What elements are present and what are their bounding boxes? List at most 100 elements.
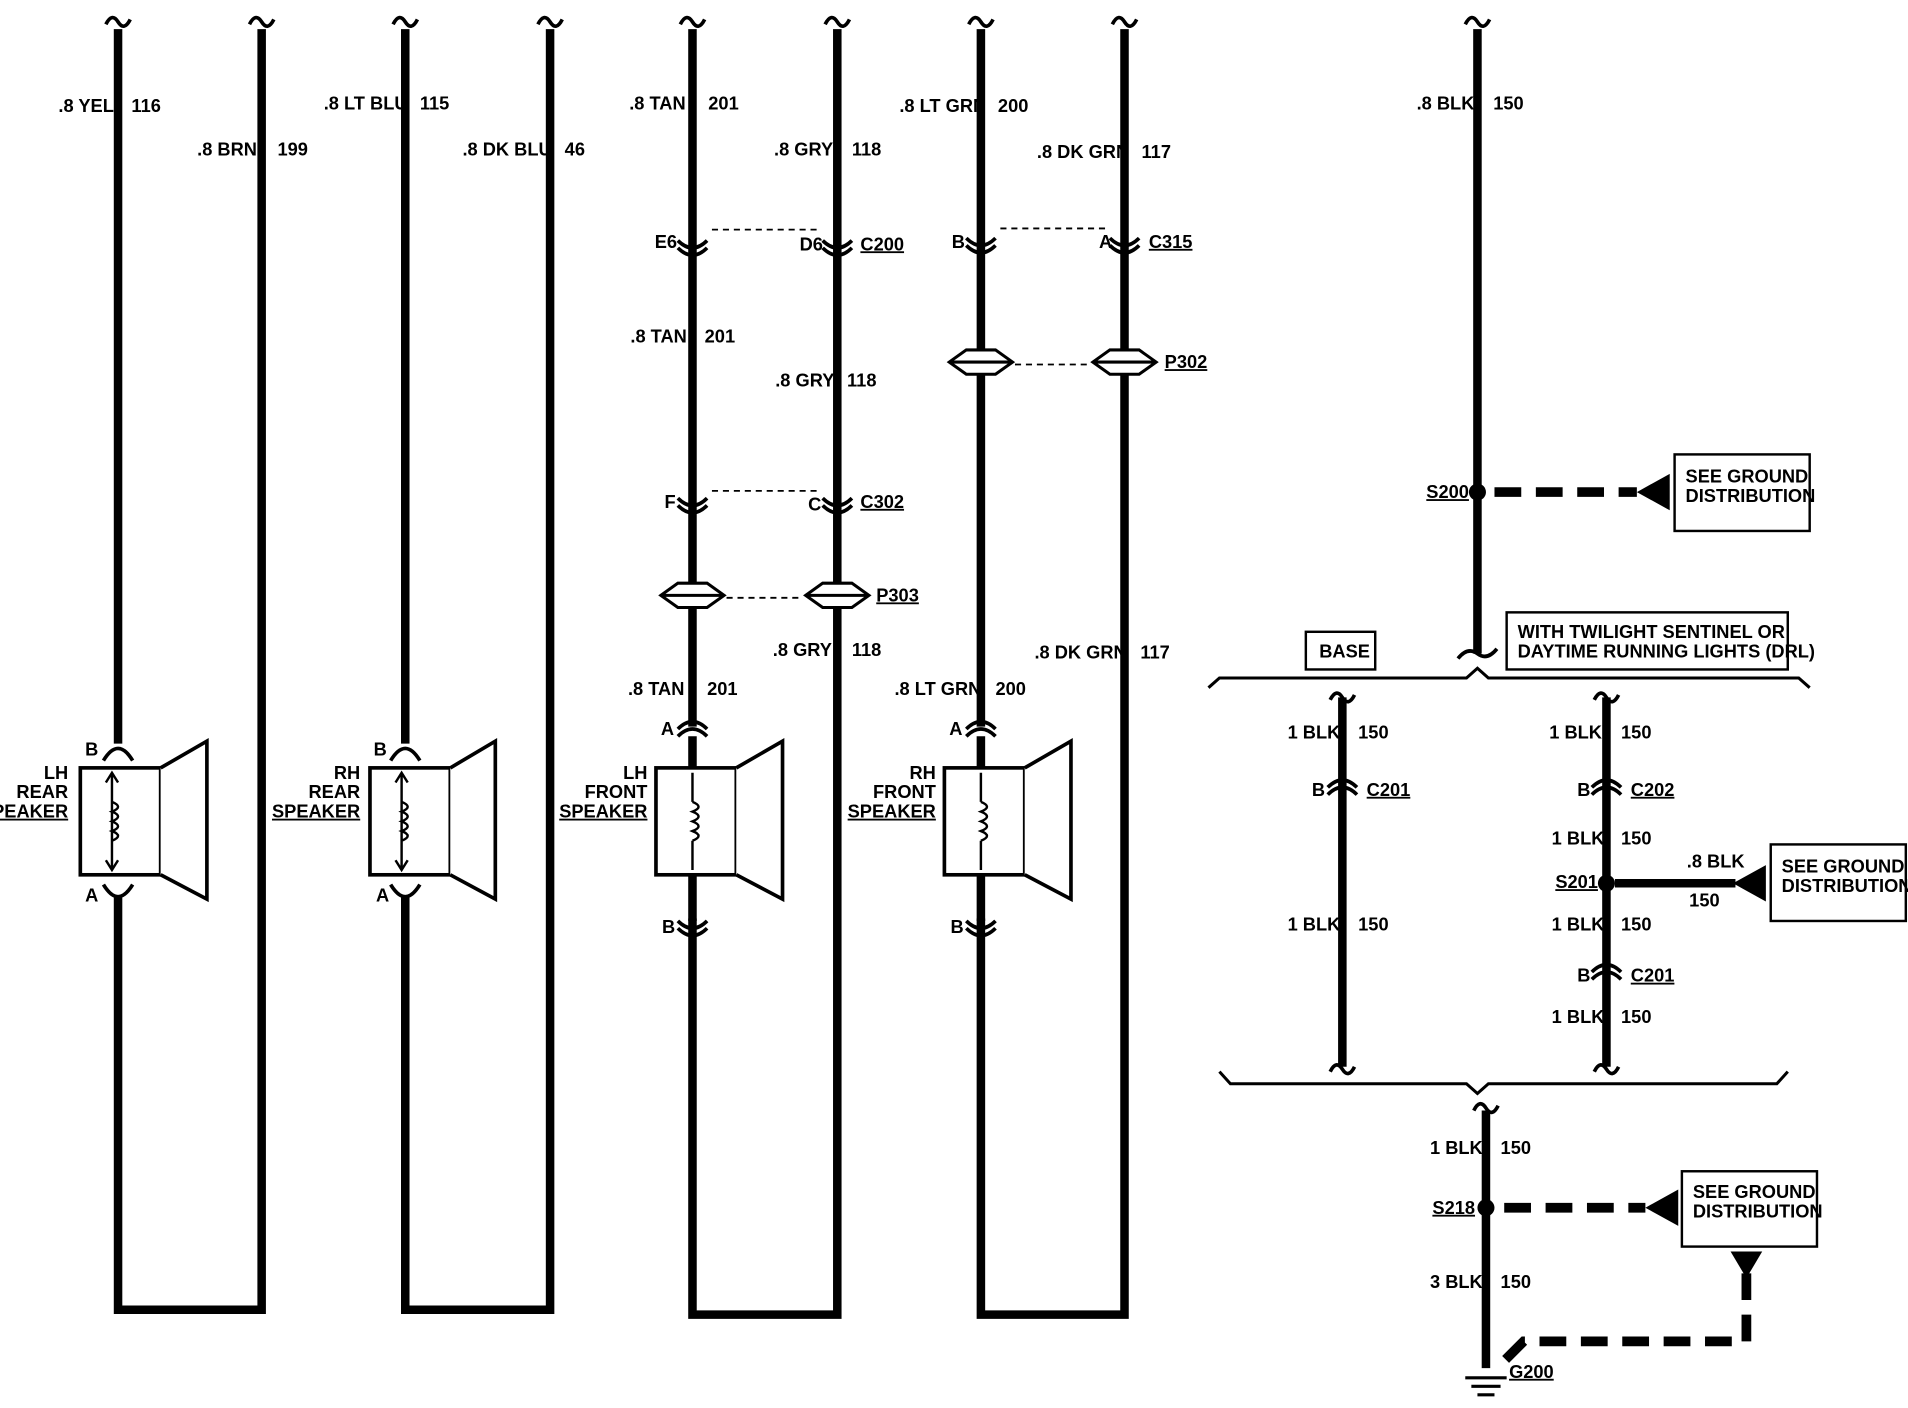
circuit-number: 150 <box>1358 914 1388 935</box>
connector-c200-icon <box>821 239 854 257</box>
connector-c302-icon <box>821 496 854 515</box>
speaker-label: SPEAKER <box>559 801 647 822</box>
wire-label: 3 BLK <box>1430 1271 1483 1292</box>
wire-label: .8 GRY <box>773 639 832 660</box>
speaker-label: SPEAKER <box>272 801 360 822</box>
arrow-icon <box>1733 865 1766 902</box>
coil-icon <box>689 772 700 870</box>
rh-rear-speaker: B A RH REAR SPEAKER <box>272 737 498 906</box>
connector-terminal-icon <box>101 746 135 762</box>
speaker-pin: B <box>950 916 963 937</box>
circuit-number: 150 <box>1689 889 1719 910</box>
circuit-number: 150 <box>1621 722 1651 743</box>
wire-label: 1 BLK <box>1549 722 1602 743</box>
passthrough-p302-icon <box>1090 348 1159 376</box>
wire-break-icon <box>823 15 852 28</box>
speaker-cone-icon <box>735 737 785 903</box>
wire-break-icon <box>1456 647 1499 660</box>
coil-icon <box>977 772 989 870</box>
splice-id: S200 <box>1426 481 1469 502</box>
wire-break-icon <box>1328 1063 1357 1076</box>
wire-116-yel-lower <box>113 29 266 1315</box>
circuit-number: 201 <box>708 92 738 113</box>
coil-icon <box>394 770 409 873</box>
splice-id: S201 <box>1555 871 1598 892</box>
connector-terminal-icon <box>389 746 422 762</box>
ground-return-line <box>1495 1273 1752 1370</box>
passthrough-p303-icon <box>658 581 727 610</box>
speaker-body <box>654 766 739 877</box>
connector-pin: B <box>1577 779 1590 800</box>
wire-break-icon <box>967 15 995 28</box>
circuit-number: 201 <box>707 678 737 699</box>
wire-break-icon <box>1472 1102 1500 1115</box>
speaker-body <box>368 766 453 877</box>
speaker-pin: A <box>376 885 389 906</box>
passthrough-p303-icon <box>803 581 872 610</box>
speaker-label: RH <box>910 762 936 783</box>
circuit-number: 118 <box>852 639 881 660</box>
connector-terminal-icon <box>676 719 709 738</box>
speaker-pin: B <box>85 739 98 760</box>
circuit-number: 118 <box>852 139 881 160</box>
speaker-cone-icon <box>159 737 209 903</box>
connector-c202-icon <box>1590 778 1623 796</box>
speaker-label: FRONT <box>873 781 936 802</box>
wire-label: .8 LT GRN <box>899 95 986 116</box>
circuit-number: 150 <box>1621 1006 1651 1027</box>
circuit-number: 150 <box>1358 722 1388 743</box>
circuit-number: 115 <box>420 92 449 113</box>
circuit-number: 199 <box>277 139 307 160</box>
connector-id: C201 <box>1367 779 1411 800</box>
speaker-pin: A <box>85 885 98 906</box>
wire-break-icon <box>1110 15 1139 28</box>
connector-terminal-icon <box>676 919 709 938</box>
wire-label: .8 TAN <box>629 92 685 113</box>
rh-rear-speaker-circuit: .8 LT BLU 115 .8 DK BLU 46 <box>324 15 585 1315</box>
arrow-icon <box>1645 1189 1679 1226</box>
wire-200-lt-grn-lower <box>976 29 1129 1319</box>
wire-label: .8 TAN <box>630 326 686 347</box>
base-label-box <box>1304 630 1377 671</box>
splice-s200 <box>1468 483 1486 501</box>
ground-circuit: .8 BLK 150 S200 SEE GROUND DISTRIBUTION … <box>1207 15 1908 1397</box>
speaker-label: RH <box>334 762 360 783</box>
connector-c315-icon <box>1108 236 1141 255</box>
option-label-box <box>1505 611 1789 671</box>
connector-terminal-icon <box>965 919 997 938</box>
connector-id: C202 <box>1631 779 1675 800</box>
circuit-number: 150 <box>1493 92 1523 113</box>
speaker-label: FRONT <box>585 781 648 802</box>
connector-pin: B <box>1577 965 1590 986</box>
wire-label: .8 TAN <box>628 678 684 699</box>
wire-break-icon <box>1463 15 1492 28</box>
connector-pin: A <box>1099 231 1112 252</box>
passthrough-p302-icon <box>946 348 1016 376</box>
rh-front-speaker: A B RH FRONT SPEAKER <box>848 718 1073 938</box>
wire-label: .8 YEL <box>58 95 113 116</box>
speaker-label: LH <box>44 762 68 783</box>
speaker-body <box>942 766 1027 877</box>
wire-label: 1 BLK <box>1552 1006 1605 1027</box>
connector-pin: B <box>1312 779 1325 800</box>
see-ground-text: SEE GROUND <box>1686 465 1809 486</box>
connector-id: P302 <box>1165 351 1208 372</box>
circuit-number: 46 <box>565 139 585 160</box>
circuit-number: 200 <box>998 95 1028 116</box>
circuit-number: 150 <box>1501 1137 1531 1158</box>
lh-front-speaker-circuit: .8 TAN 201 .8 GRY 118 E6 D6 C200 .8 TAN … <box>628 15 919 1319</box>
speaker-label: REAR <box>16 781 68 802</box>
circuit-number: 116 <box>131 95 160 116</box>
arrow-icon <box>1636 473 1670 511</box>
circuit-number: 150 <box>1501 1271 1531 1292</box>
wire-label: .8 GRY <box>774 139 833 160</box>
speaker-label: REAR <box>309 781 361 802</box>
see-ground-text: DISTRIBUTION <box>1782 875 1908 896</box>
see-ground-text: SEE GROUND <box>1782 855 1905 876</box>
wire-label: 1 BLK <box>1288 722 1341 743</box>
option-label: WITH TWILIGHT SENTINEL OR <box>1518 621 1785 642</box>
wire-115-lt-blu-lower <box>401 29 555 1315</box>
connector-terminal-icon <box>965 719 997 738</box>
speaker-body <box>78 766 163 877</box>
wire-label: .8 DK GRN <box>1034 642 1126 663</box>
